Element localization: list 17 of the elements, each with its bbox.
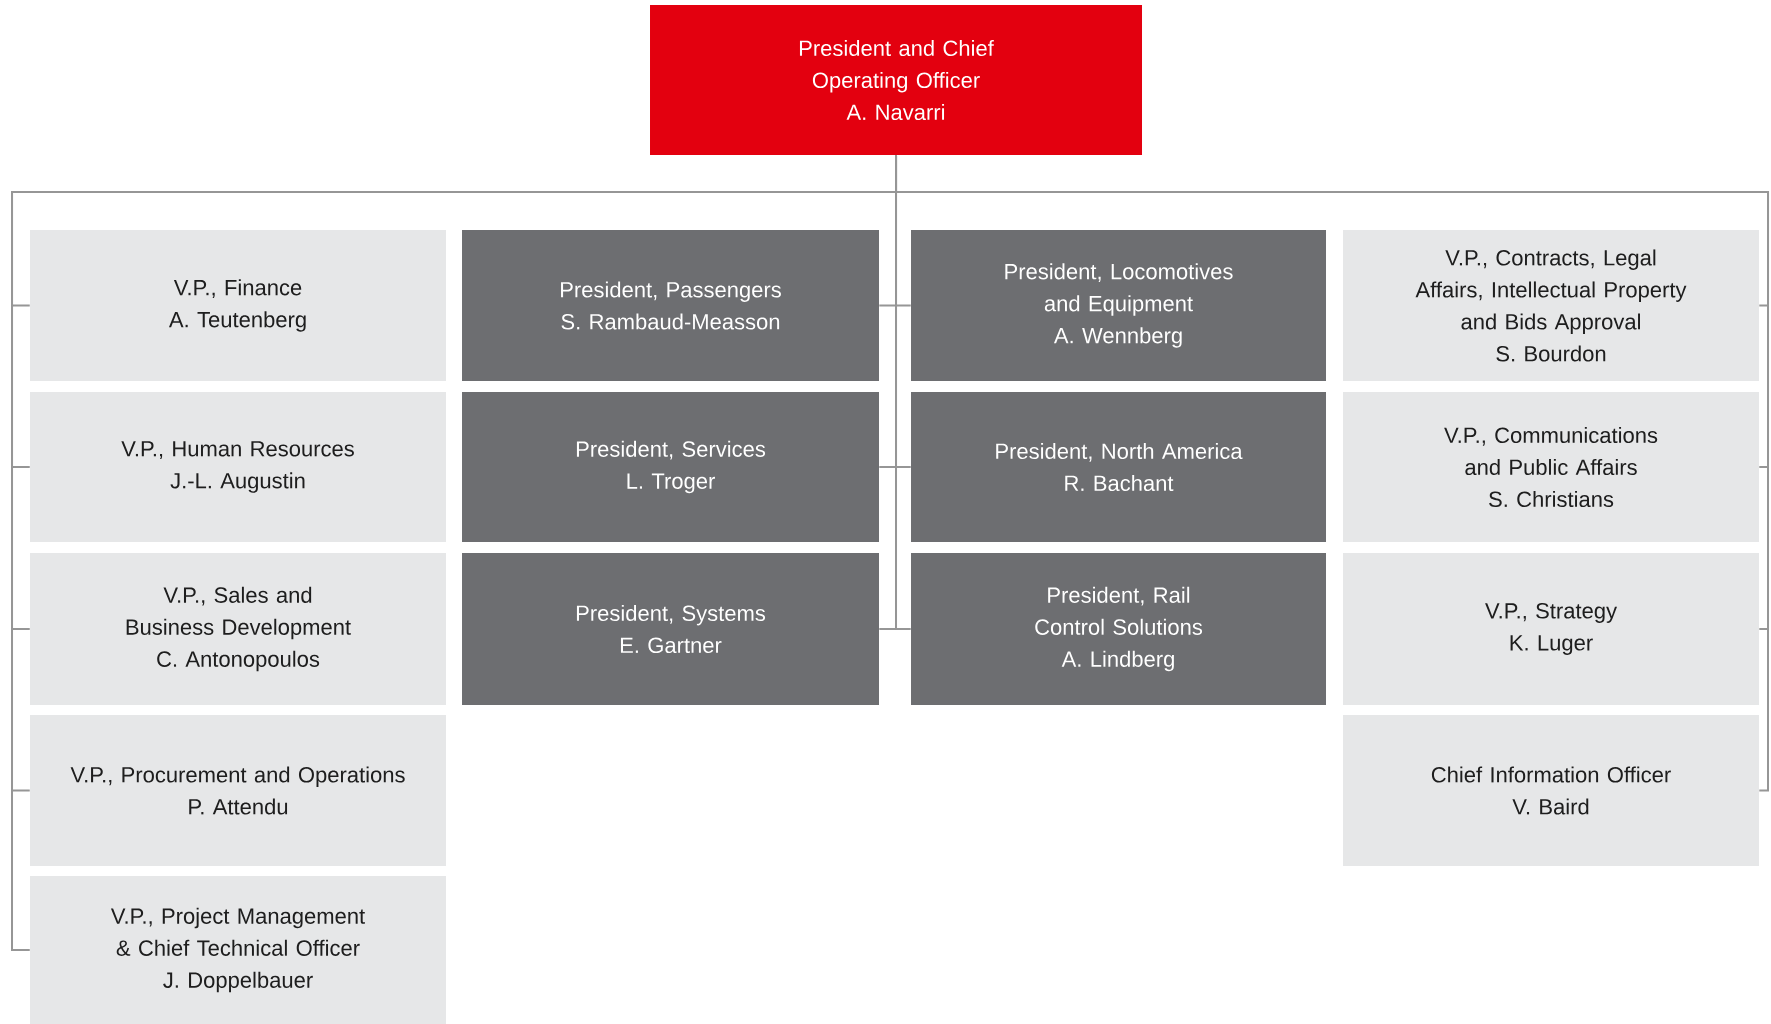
division-box: President, North America R. Bachant: [911, 392, 1326, 542]
department-box: V.P., Communications and Public Affairs S. Christians: [1343, 392, 1759, 542]
department-box: Chief Information Officer V. Baird: [1343, 715, 1759, 866]
executive-box: President and Chief Operating Officer A. Navarri: [650, 5, 1142, 155]
department-box: V.P., Finance A. Teutenberg: [30, 230, 446, 381]
department-box: V.P., Sales and Business Development C. Antonopoulos: [30, 553, 446, 705]
division-box: President, Rail Control Solutions A. Lindberg: [911, 553, 1326, 705]
division-box: President, Passengers S. Rambaud-Measson: [462, 230, 879, 381]
department-box: V.P., Human Resources J.-L. Augustin: [30, 392, 446, 542]
department-box: V.P., Strategy K. Luger: [1343, 553, 1759, 705]
division-box: President, Systems E. Gartner: [462, 553, 879, 705]
connector-line: [11, 154, 897, 951]
division-box: President, Services L. Troger: [462, 392, 879, 542]
division-box: President, Locomotives and Equipment A. Wennberg: [911, 230, 1326, 381]
department-box: V.P., Contracts, Legal Affairs, Intellectual Property and Bids Approval S. Bourdon: [1343, 230, 1759, 381]
department-box: V.P., Project Management & Chief Technical Officer J. Doppelbauer: [30, 876, 446, 1024]
department-box: V.P., Procurement and Operations P. Attendu: [30, 715, 446, 866]
